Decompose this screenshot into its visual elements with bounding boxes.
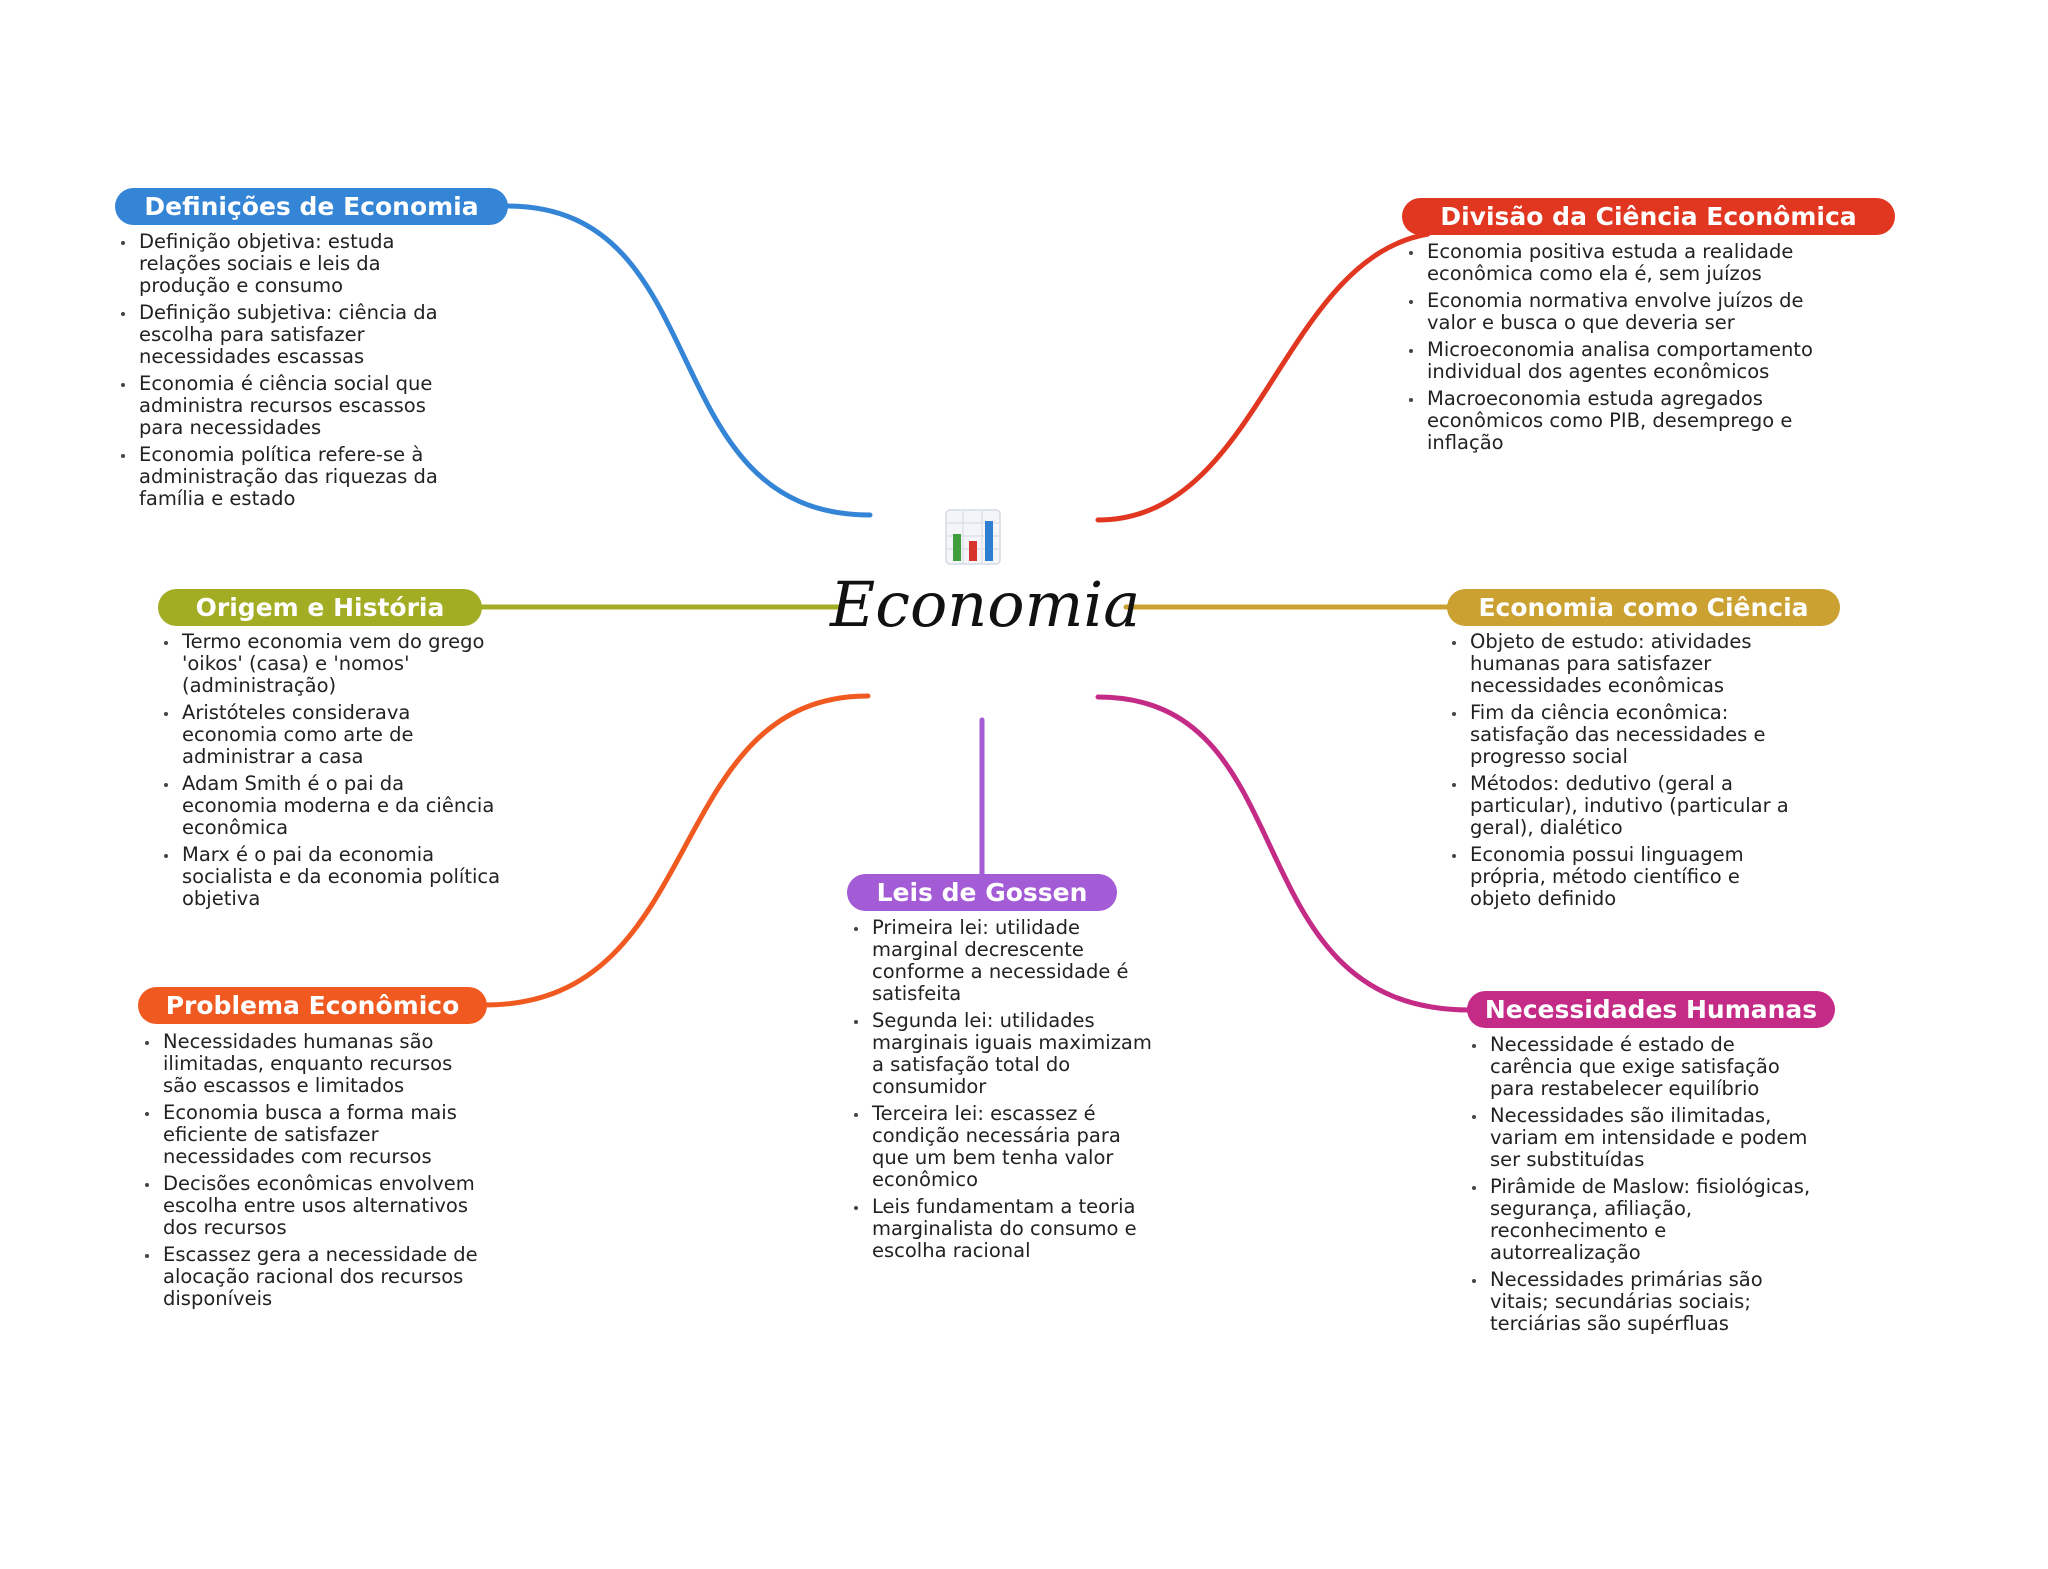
list-item: Macroeconomia estuda agregados econômico… xyxy=(1403,388,1833,454)
connector-problema xyxy=(482,693,871,1008)
list-item: Objeto de estudo: atividades humanas par… xyxy=(1446,631,1791,697)
central-topic[interactable]: Economia xyxy=(830,568,1141,641)
list-item: Definição objetiva: estuda relações soci… xyxy=(115,231,465,297)
list-item: Microeconomia analisa comportamento indi… xyxy=(1403,339,1833,383)
list-item: Adam Smith é o pai da economia moderna e… xyxy=(158,773,503,839)
list-item: Segunda lei: utilidades marginais iguais… xyxy=(848,1010,1158,1098)
list-item: Necessidades são ilimitadas, variam em i… xyxy=(1466,1105,1816,1171)
list-necessidades: Necessidade é estado de carência que exi… xyxy=(1466,1034,1816,1340)
connector-necessidades xyxy=(1095,694,1473,1013)
list-ciencia: Objeto de estudo: atividades humanas par… xyxy=(1446,631,1791,915)
list-item: Necessidades humanas são ilimitadas, enq… xyxy=(139,1031,489,1097)
list-item: Primeira lei: utilidade marginal decresc… xyxy=(848,917,1158,1005)
topic-necessidades[interactable]: Necessidades Humanas xyxy=(1467,991,1835,1028)
list-item: Pirâmide de Maslow: fisiológicas, segura… xyxy=(1466,1176,1816,1264)
list-divisao: Economia positiva estuda a realidade eco… xyxy=(1403,241,1833,459)
list-item: Economia é ciência social que administra… xyxy=(115,373,465,439)
topic-divisao[interactable]: Divisão da Ciência Econômica xyxy=(1402,198,1895,235)
topic-problema[interactable]: Problema Econômico xyxy=(138,987,487,1024)
list-item: Economia positiva estuda a realidade eco… xyxy=(1403,241,1833,285)
list-item: Decisões econômicas envolvem escolha ent… xyxy=(139,1173,489,1239)
topic-gossen[interactable]: Leis de Gossen xyxy=(847,874,1117,911)
topic-origem[interactable]: Origem e História xyxy=(158,589,482,626)
list-item: Aristóteles considerava economia como ar… xyxy=(158,702,503,768)
list-item: Fim da ciência econômica: satisfação das… xyxy=(1446,702,1791,768)
connector-definicoes xyxy=(504,203,873,518)
list-item: Necessidades primárias são vitais; secun… xyxy=(1466,1269,1816,1335)
list-item: Definição subjetiva: ciência da escolha … xyxy=(115,302,465,368)
list-item: Economia normativa envolve juízos de val… xyxy=(1403,290,1833,334)
connector-divisao xyxy=(1095,231,1431,523)
list-item: Marx é o pai da economia socialista e da… xyxy=(158,844,503,910)
list-definicoes: Definição objetiva: estuda relações soci… xyxy=(115,231,465,515)
list-item: Leis fundamentam a teoria marginalista d… xyxy=(848,1196,1158,1262)
list-item: Economia política refere-se à administra… xyxy=(115,444,465,510)
list-item: Terceira lei: escassez é condição necess… xyxy=(848,1103,1158,1191)
list-gossen: Primeira lei: utilidade marginal decresc… xyxy=(848,917,1158,1267)
topic-definicoes[interactable]: Definições de Economia xyxy=(115,188,508,225)
list-item: Métodos: dedutivo (geral a particular), … xyxy=(1446,773,1791,839)
list-item: Termo economia vem do grego 'oikos' (cas… xyxy=(158,631,503,697)
list-item: Economia possui linguagem própria, métod… xyxy=(1446,844,1791,910)
bar-chart-icon xyxy=(945,509,1001,565)
list-origem: Termo economia vem do grego 'oikos' (cas… xyxy=(158,631,503,915)
list-item: Economia busca a forma mais eficiente de… xyxy=(139,1102,489,1168)
list-problema: Necessidades humanas são ilimitadas, enq… xyxy=(139,1031,489,1315)
topic-ciencia[interactable]: Economia como Ciência xyxy=(1447,589,1840,626)
list-item: Necessidade é estado de carência que exi… xyxy=(1466,1034,1816,1100)
list-item: Escassez gera a necessidade de alocação … xyxy=(139,1244,489,1310)
